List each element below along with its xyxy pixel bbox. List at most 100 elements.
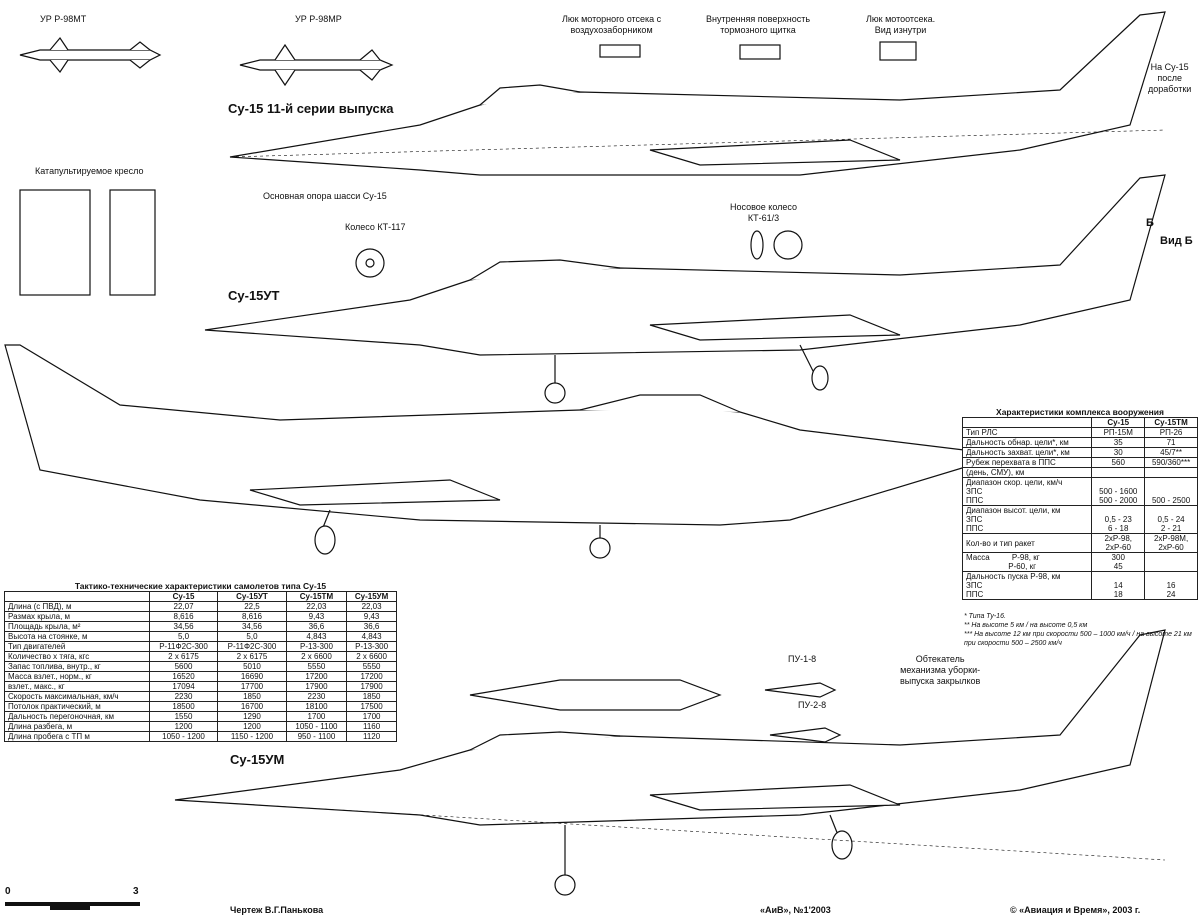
table-cell: 5600 bbox=[148, 661, 219, 672]
table-cell: 16690 bbox=[217, 671, 287, 682]
row-label: Потолок практический, м bbox=[4, 701, 150, 712]
label-r98mt: УР Р-98МТ bbox=[40, 14, 87, 24]
table-cell: 4,843 bbox=[346, 631, 397, 642]
row-label: Количество х тяга, кгс bbox=[4, 651, 150, 662]
table-cell: Р-13-300 bbox=[346, 641, 397, 652]
table-cell: 34,56 bbox=[217, 621, 287, 632]
table-cell: 2230 bbox=[148, 691, 219, 702]
table-cell: 22,07 bbox=[148, 601, 219, 612]
table-cell: Су-15УТ bbox=[217, 591, 287, 602]
aircraft-su15ut-left-view bbox=[4, 344, 1006, 559]
table-cell: 22,5 bbox=[217, 601, 287, 612]
hatch-intake-drawing bbox=[599, 44, 641, 58]
table-cell: 300 45 bbox=[1091, 552, 1146, 572]
table-cell: 8,616 bbox=[148, 611, 219, 622]
table-cell: 17700 bbox=[217, 681, 287, 692]
table-cell: 2 х 6175 bbox=[148, 651, 219, 662]
pylons-drawing bbox=[764, 682, 842, 743]
author-credit: Чертеж В.Г.Панькова bbox=[230, 905, 324, 915]
airbrake-drawing bbox=[739, 44, 781, 60]
table-cell: 18100 bbox=[285, 701, 348, 712]
row-label: Площадь крыла, м² bbox=[4, 621, 150, 632]
aircraft-su15-series11 bbox=[229, 11, 1166, 176]
table-cell: Р-13-300 bbox=[285, 641, 348, 652]
table-cell: 500 - 1600 500 - 2000 bbox=[1091, 477, 1146, 506]
missile-r98mr bbox=[239, 43, 394, 87]
ejection-seat-drawing bbox=[19, 189, 91, 296]
row-label: Рубеж перехвата в ППС bbox=[961, 457, 1093, 468]
row-label: Дальность перегоночная, км bbox=[4, 711, 150, 722]
table-cell: 1150 - 1200 bbox=[217, 731, 287, 742]
title-su15-series11: Су-15 11-й серии выпуска bbox=[228, 101, 394, 116]
scale-min: 0 bbox=[5, 886, 11, 897]
scale-bar bbox=[5, 902, 140, 910]
table-row: (день, СМУ), км bbox=[961, 467, 1198, 478]
row-label: Тип РЛС bbox=[961, 427, 1093, 438]
table-cell: Су-15 bbox=[1091, 417, 1146, 428]
table-cell: 8,616 bbox=[217, 611, 287, 622]
armament-table: Характеристики комплекса вооружения Су-1… bbox=[961, 408, 1198, 600]
table-cell: 17900 bbox=[285, 681, 348, 692]
row-label: Длина (с ПВД), м bbox=[4, 601, 150, 612]
hatch-inside-drawing bbox=[879, 41, 917, 61]
row-label: Длина пробега с ТП м bbox=[4, 731, 150, 742]
row-label: Кол-во и тип ракет bbox=[961, 533, 1093, 553]
table-cell: 950 - 1100 bbox=[285, 731, 348, 742]
row-label: Длина разбега, м bbox=[4, 721, 150, 732]
label-main-wheel: Колесо КТ-117 bbox=[345, 222, 406, 232]
table-cell: 1050 - 1200 bbox=[148, 731, 219, 742]
table-cell: 14 18 bbox=[1091, 571, 1146, 600]
label-hatch-inside: Люк мотоотсека.Вид изнутри bbox=[866, 14, 936, 35]
copyright: © «Авиация и Время», 2003 г. bbox=[1010, 905, 1141, 915]
row-label: Диапазон высот. цели, км ЗПС ППС bbox=[961, 505, 1093, 534]
label-seat: Катапультируемое кресло bbox=[35, 166, 144, 176]
aircraft-su15ut bbox=[204, 174, 1166, 404]
performance-table: Тактико-технические характеристики самол… bbox=[4, 582, 397, 742]
label-main-gear: Основная опора шасси Су-15 bbox=[263, 191, 387, 201]
row-label: Дальность захват. цели*, км bbox=[961, 447, 1093, 458]
table-cell: 17200 bbox=[346, 671, 397, 682]
aircraft-su15um bbox=[174, 629, 1166, 896]
table-cell: 1850 bbox=[346, 691, 397, 702]
table-row: Диапазон высот. цели, км ЗПС ППС 0,5 - 2… bbox=[961, 505, 1198, 534]
table-cell: 5550 bbox=[285, 661, 348, 672]
armament-footnotes: * Типа Ту-16.** На высоте 5 км / на высо… bbox=[964, 613, 1192, 647]
row-label: Высота на стоянке, м bbox=[4, 631, 150, 642]
row-label: (день, СМУ), км bbox=[961, 467, 1093, 478]
table-cell: 560 bbox=[1091, 457, 1146, 468]
table-cell: 1050 - 1100 bbox=[285, 721, 348, 732]
performance-table-title: Тактико-технические характеристики самол… bbox=[74, 581, 327, 591]
table-cell: 2хР-98, 2хР-60 bbox=[1091, 533, 1146, 553]
canopy-top-view bbox=[469, 679, 722, 711]
table-cell: 9,43 bbox=[285, 611, 348, 622]
table-cell: 2230 bbox=[285, 691, 348, 702]
table-cell: 5010 bbox=[217, 661, 287, 672]
row-label: Диапазон скор. цели, км/ч ЗПС ППС bbox=[961, 477, 1093, 506]
row-label: Запас топлива, внутр., кг bbox=[4, 661, 150, 672]
table-cell: 1550 bbox=[148, 711, 219, 722]
row-label: Размах крыла, м bbox=[4, 611, 150, 622]
issue-credit: «АиВ», №1'2003 bbox=[760, 905, 831, 915]
table-cell: 17094 bbox=[148, 681, 219, 692]
table-cell: 1160 bbox=[346, 721, 397, 732]
table-row: Диапазон скор. цели, км/ч ЗПС ППС 500 - … bbox=[961, 477, 1198, 506]
missile-r98mt bbox=[19, 36, 162, 74]
table-cell: 1700 bbox=[285, 711, 348, 722]
table-cell: 22,03 bbox=[285, 601, 348, 612]
table-cell: 45/7** bbox=[1144, 447, 1198, 458]
table-cell: 1850 bbox=[217, 691, 287, 702]
row-label: взлет., макс., кг bbox=[4, 681, 150, 692]
